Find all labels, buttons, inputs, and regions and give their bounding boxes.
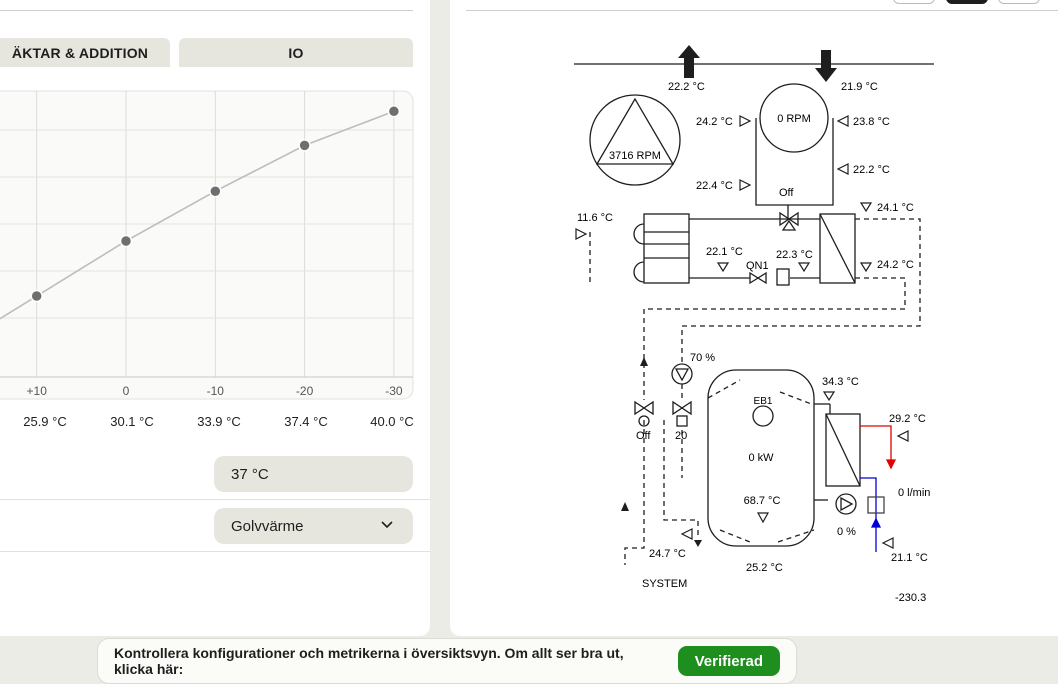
compressor-rpm: 0 RPM	[777, 113, 811, 125]
valve-icon	[779, 211, 791, 227]
chart-plot-area	[0, 90, 414, 400]
cold-water-temp: 21.1 °C	[891, 552, 928, 564]
top-divider	[466, 10, 1058, 11]
temp-comp-left-top: 24.2 °C	[696, 116, 733, 128]
temp-evap: 22.1 °C	[706, 246, 743, 258]
temp-outdoor: 11.6 °C	[577, 212, 613, 224]
heating-system-select[interactable]: Golvvärme	[214, 508, 413, 544]
x-tick-label: -20	[296, 384, 314, 398]
curve-panel: ÄKTAR & ADDITION IO +10 0 -10 -20 -30 25.9 °…	[0, 0, 430, 636]
evaporator-icon	[643, 213, 690, 284]
circ-pump-percent: 0 %	[837, 526, 856, 538]
tank-temp-mid: 68.7 °C	[744, 495, 781, 507]
row-divider	[0, 551, 430, 552]
system-schematic-panel: 22.2 °C 21.9 °C 3716 RPM 0 RPM 24.2 °C 2…	[450, 0, 1058, 636]
fan-rpm: 3716 RPM	[609, 150, 661, 162]
expansion-label: QN1	[746, 260, 769, 272]
system-return-temp: 24.7 °C	[649, 548, 686, 560]
tank-icon	[707, 369, 815, 547]
x-tick-label: -30	[385, 384, 403, 398]
banner-message: Kontrollera konfigurationer och metriker…	[114, 645, 624, 677]
compressor-icon	[759, 83, 829, 153]
curve-temp-label: 25.9 °C	[23, 414, 67, 429]
supply-arrow-icon	[815, 50, 837, 82]
tank-temp-top: 34.3 °C	[822, 376, 859, 388]
curve-temp-label: 37.4 °C	[284, 414, 328, 429]
verification-banner: Kontrollera konfigurationer och metriker…	[97, 638, 797, 684]
temp-comp-left-bottom: 22.4 °C	[696, 180, 733, 192]
expansion-valve-icon	[749, 271, 760, 285]
temp-hx-top: 24.1 °C	[877, 202, 914, 214]
temp-comp-right-top: 23.8 °C	[853, 116, 890, 128]
curve-temp-label: 30.1 °C	[110, 414, 154, 429]
tank-bottom-temp: 25.2 °C	[746, 562, 783, 574]
chevron-down-icon	[381, 521, 393, 529]
temp-exhaust-out: 22.2 °C	[668, 81, 705, 93]
tank-label: EB1	[754, 396, 773, 407]
valve1-state: Off	[636, 430, 651, 442]
heating-curve-chart: +10 0 -10 -20 -30	[0, 90, 414, 400]
tab-fan-addition[interactable]: ÄKTAR & ADDITION	[0, 38, 170, 67]
max-temp-value: 37 °C	[231, 465, 269, 483]
heating-curve-line	[0, 110, 395, 320]
heater-power: 0 kW	[748, 452, 774, 464]
curve-temp-label: 33.9 °C	[197, 414, 241, 429]
temp-supply-in: 21.9 °C	[841, 81, 878, 93]
row-divider	[0, 499, 430, 500]
counter-value: -230.3	[895, 592, 926, 604]
curve-point[interactable]	[387, 105, 401, 118]
heating-system-value: Golvvärme	[231, 517, 304, 535]
max-temp-input[interactable]: 37 °C	[214, 456, 413, 492]
curve-point[interactable]	[30, 289, 43, 303]
hot-water-temp: 29.2 °C	[889, 413, 926, 425]
system-label: SYSTEM	[642, 578, 687, 590]
curve-point[interactable]	[119, 234, 133, 248]
condenser-icon	[819, 213, 856, 284]
curve-point[interactable]	[209, 184, 222, 198]
exhaust-arrow-icon	[678, 45, 700, 78]
flow-rate: 0 l/min	[898, 487, 930, 499]
heat-pump-schematic: 22.2 °C 21.9 °C 3716 RPM 0 RPM 24.2 °C 2…	[574, 45, 934, 604]
fan-icon	[589, 94, 681, 186]
pump-percent: 70 %	[690, 352, 715, 364]
temp-comp-right-mid: 22.2 °C	[853, 164, 890, 176]
verified-button[interactable]: Verifierad	[677, 646, 780, 676]
temp-hx-bottom: 24.2 °C	[877, 259, 914, 271]
curve-point[interactable]	[298, 139, 311, 152]
x-tick-label: 0	[123, 384, 130, 398]
top-divider	[0, 10, 413, 11]
valve-state: Off	[779, 187, 794, 199]
temp-liquid: 22.3 °C	[776, 249, 813, 261]
curve-temp-label: 40.0 °C	[370, 414, 414, 429]
x-tick-label: -10	[207, 384, 225, 398]
plate-exchanger-icon	[825, 413, 861, 487]
valve2-value: 20	[675, 430, 687, 442]
x-tick-label: +10	[27, 384, 48, 398]
tab-io[interactable]: IO	[179, 38, 413, 67]
